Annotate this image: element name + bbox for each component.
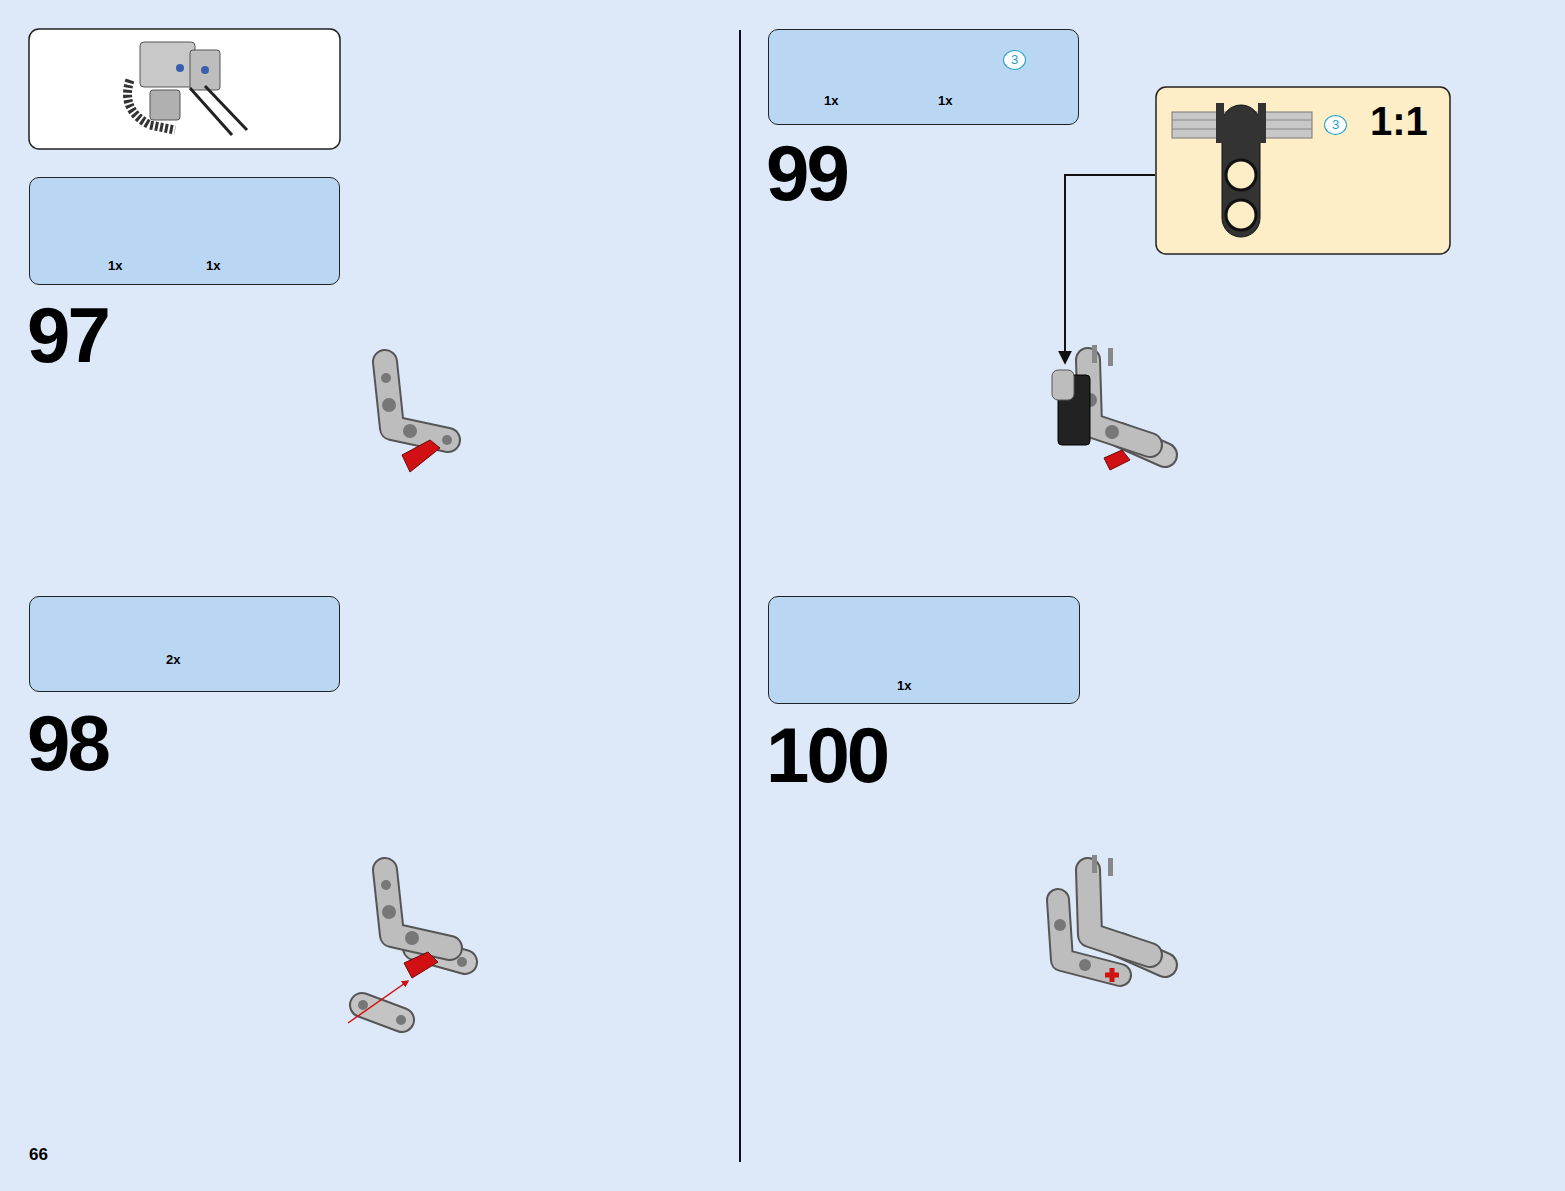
step-99-model — [1052, 345, 1165, 470]
callout-box — [1156, 87, 1450, 254]
part-quantity: 1x — [206, 259, 220, 272]
step-number: 98 — [27, 704, 108, 782]
step-97-model — [381, 362, 452, 472]
part-quantity: 1x — [108, 259, 122, 272]
step-98-model — [348, 870, 467, 1025]
callout-leader — [1065, 175, 1155, 362]
quantity-circle: 3 — [1003, 50, 1026, 70]
parts-list-box: 1x — [768, 596, 1080, 704]
callout-number: 3 — [1325, 118, 1346, 131]
scale-label: 1:1 — [1370, 101, 1428, 141]
parts-list-box: 2x — [29, 596, 340, 692]
callout-box: 1:1 3 — [1156, 87, 1450, 254]
step-number: 99 — [766, 134, 847, 212]
step-number: 100 — [766, 716, 887, 794]
step-100-model — [1054, 855, 1165, 982]
page-number: 66 — [29, 1146, 48, 1163]
page-divider — [739, 30, 741, 1162]
part-quantity: 1x — [938, 94, 952, 107]
submodel-preview — [29, 29, 340, 149]
part-quantity: 2x — [166, 653, 180, 666]
callout-number: 3 — [1004, 53, 1025, 66]
step-number: 97 — [27, 296, 108, 374]
parts-list-box: 1x 1x — [29, 177, 340, 285]
part-quantity: 1x — [897, 679, 911, 692]
part-thumbnails — [107, 61, 997, 668]
quantity-circle: 3 — [1324, 115, 1347, 135]
parts-list-box: 1x 1x 3 — [768, 29, 1079, 125]
part-quantity: 1x — [824, 94, 838, 107]
